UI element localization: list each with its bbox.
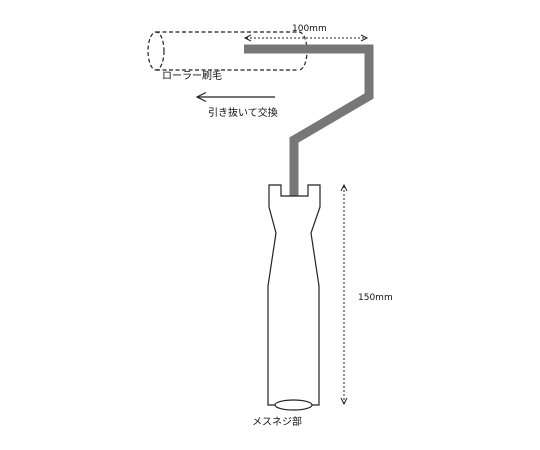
height-dimension-line — [340, 183, 348, 406]
width-dimension-line — [243, 34, 369, 42]
pull-to-replace-label: 引き抜いて交換 — [208, 108, 278, 119]
roller-cover-left-end — [147, 31, 165, 71]
height-dimension-label: 150mm — [358, 293, 393, 303]
width-dimension-label: 100mm — [292, 24, 327, 34]
roller-frame-wire — [244, 44, 374, 196]
female-thread-label: メスネジ部 — [252, 417, 302, 428]
roller-cover — [147, 31, 308, 71]
thread-opening — [274, 399, 313, 411]
roller-handle — [267, 184, 321, 406]
pull-direction-arrow — [195, 91, 275, 103]
roller-cover-label: ローラー刷毛 — [162, 71, 222, 82]
